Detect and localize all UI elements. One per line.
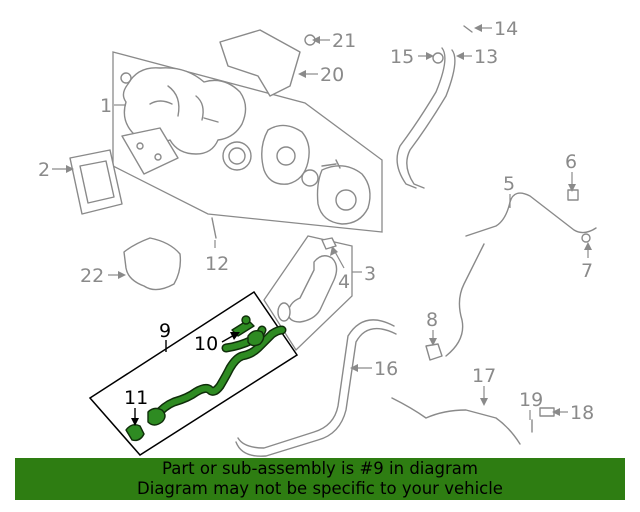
hose-group-outline — [263, 235, 353, 352]
callout-20: 20 — [320, 64, 344, 86]
callout-3: 3 — [364, 263, 376, 285]
oil-pipe-group-9 — [88, 290, 299, 456]
gasket-2 — [69, 149, 123, 215]
arrow-18 — [552, 408, 560, 416]
arrow-21 — [312, 36, 320, 44]
turbo-flange — [121, 127, 179, 175]
callout-18: 18 — [570, 402, 594, 424]
pipe-17 — [391, 397, 521, 445]
banner-line-disclaimer: Diagram may not be specific to your vehi… — [137, 479, 503, 498]
clip-7 — [581, 233, 591, 243]
parts-diagram: 1 2 3 4 5 6 7 8 9 10 11 12 13 14 15 16 1… — [38, 18, 597, 457]
turbine-inlet-inner — [228, 147, 246, 165]
callout-2: 2 — [38, 159, 50, 181]
callout-6: 6 — [565, 151, 577, 173]
arrow-16 — [350, 364, 358, 372]
coolant-pipe-5-lower — [445, 243, 485, 357]
pipe-bracket — [247, 329, 265, 347]
callout-14: 14 — [494, 18, 518, 40]
callout-1: 1 — [100, 95, 112, 117]
callout-21: 21 — [332, 30, 356, 52]
callout-22: 22 — [80, 265, 104, 287]
arrow-17 — [480, 398, 488, 406]
arrow-11 — [131, 418, 139, 426]
arrow-20 — [298, 70, 306, 78]
banjo-bolt-10 — [241, 315, 251, 325]
bolt-14 — [463, 25, 473, 33]
o-ring — [301, 169, 319, 187]
bolt-small — [321, 159, 341, 169]
gasket-2-inner — [79, 160, 115, 204]
part-notice-banner: Part or sub-assembly is #9 in diagram Di… — [15, 458, 625, 500]
bolt-6 — [567, 189, 579, 201]
callout-19: 19 — [519, 389, 543, 411]
arrow-6 — [568, 184, 576, 192]
coolant-line-13 — [406, 49, 456, 189]
flange-hole-2 — [154, 153, 162, 161]
callout-12: 12 — [205, 253, 229, 275]
arrow-14 — [474, 24, 482, 32]
turbo-gasket-ring — [120, 72, 132, 84]
callout-17: 17 — [472, 365, 496, 387]
arrow-13 — [456, 52, 464, 60]
pipe-16 — [237, 319, 395, 449]
turbo-detail-lines — [149, 85, 219, 123]
callout-5: 5 — [503, 173, 515, 195]
stud-12 — [211, 217, 217, 239]
arrow-15 — [426, 52, 434, 60]
hose-group-3 — [263, 235, 353, 352]
clip-4 — [321, 237, 337, 250]
turbocharger-assembly-group — [112, 51, 383, 233]
callout-15: 15 — [390, 46, 414, 68]
callout-13: 13 — [474, 46, 498, 68]
arrow-22 — [118, 271, 126, 279]
arrow-2 — [66, 165, 74, 173]
callout-8: 8 — [426, 309, 438, 331]
oil-pipe-group-outline — [88, 290, 299, 456]
arrow-7 — [584, 242, 592, 250]
hose-end — [277, 302, 291, 322]
thermostat-port — [335, 189, 357, 211]
bolt-18 — [539, 407, 555, 417]
gasket-11 — [125, 423, 145, 442]
actuator-body — [261, 124, 310, 185]
thermostat-housing — [316, 165, 371, 225]
callout-labels: 1 2 3 4 5 6 7 8 9 10 11 12 13 14 15 16 1… — [38, 18, 594, 424]
callout-4: 4 — [338, 271, 350, 293]
arrow-4 — [330, 246, 338, 256]
actuator-detail — [276, 146, 296, 166]
callout-11: 11 — [124, 387, 148, 409]
hose-3 — [287, 255, 338, 323]
callout-7: 7 — [581, 260, 593, 282]
leader-lines — [52, 24, 592, 426]
coolant-line-13-outer — [396, 47, 446, 189]
arrow-8 — [429, 338, 437, 346]
flange-fitting — [147, 407, 166, 426]
callout-16: 16 — [374, 358, 398, 380]
washer-15 — [432, 52, 444, 64]
heat-shield-22 — [123, 237, 182, 291]
coolant-pipe-5 — [465, 192, 597, 237]
banner-line-part: Part or sub-assembly is #9 in diagram — [162, 459, 478, 478]
heat-shield-20 — [219, 29, 301, 97]
oil-pipe-9 — [153, 327, 285, 419]
callout-9: 9 — [159, 320, 171, 342]
arrow-10 — [230, 332, 240, 340]
callout-10: 10 — [194, 333, 218, 355]
pipe-16-outer — [235, 327, 397, 457]
sensor-8 — [425, 343, 443, 361]
flange-hole-1 — [136, 142, 144, 150]
